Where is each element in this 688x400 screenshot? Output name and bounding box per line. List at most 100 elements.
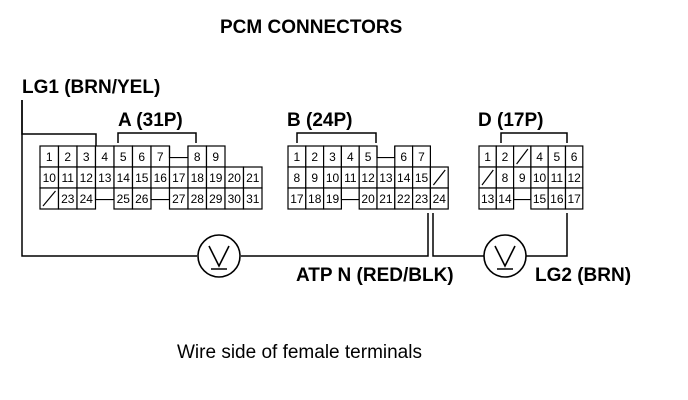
unused-terminal-slash	[481, 169, 494, 186]
terminal-number: 15	[533, 192, 547, 206]
terminal-number: 5	[365, 150, 372, 164]
terminal-number: 5	[120, 150, 127, 164]
terminal-number: 23	[415, 192, 429, 206]
voltmeter-1-dial	[197, 234, 241, 278]
connector-keyway	[513, 188, 532, 201]
atp-n-wire-label: ATP N (RED/BLK)	[296, 265, 454, 286]
meter2-to-lg2-wire	[526, 213, 568, 257]
terminal-number: 17	[290, 192, 304, 206]
terminal-number: 25	[117, 192, 131, 206]
terminal-number: 23	[61, 192, 75, 206]
terminal-number: 4	[536, 150, 543, 164]
terminal-number: 3	[329, 150, 336, 164]
terminal-number: 13	[481, 192, 495, 206]
terminal-number: 7	[157, 150, 164, 164]
terminal-number: 18	[308, 192, 322, 206]
terminal-number: 10	[533, 171, 547, 185]
connector-keyway	[376, 146, 396, 159]
meter1-to-b23-wire	[241, 213, 429, 257]
connector-b-label: B (24P)	[287, 110, 353, 131]
connector-b-lock-tab	[296, 132, 377, 143]
terminal-number: 6	[400, 150, 407, 164]
terminal-number: 27	[172, 192, 186, 206]
connector-keyway	[168, 146, 189, 159]
terminal-number: 9	[311, 171, 318, 185]
connector-keyway	[150, 188, 171, 201]
terminal-number: 29	[209, 192, 223, 206]
terminal-number: 15	[415, 171, 429, 185]
voltmeter-2-dial	[483, 234, 527, 278]
terminal-number: 19	[209, 171, 223, 185]
terminal-number: 14	[117, 171, 131, 185]
terminal-number: 14	[397, 171, 411, 185]
terminal-number: 11	[551, 171, 564, 185]
terminal-number: 10	[326, 171, 340, 185]
terminal-number: 13	[379, 171, 393, 185]
connector-d-label: D (17P)	[478, 110, 544, 131]
terminal-number: 6	[571, 150, 578, 164]
lg1-wire-label: LG1 (BRN/YEL)	[22, 77, 161, 98]
terminal-number: 24	[433, 192, 447, 206]
terminal-number: 16	[154, 171, 168, 185]
terminal-number: 15	[135, 171, 149, 185]
connector-d-lock-tab	[500, 132, 568, 143]
diagram-title: PCM CONNECTORS	[220, 17, 403, 38]
lg1-lead-wire	[21, 100, 197, 257]
unused-terminal-slash	[42, 190, 56, 207]
terminal-number: 1	[484, 150, 491, 164]
terminal-number: 14	[498, 192, 512, 206]
voltmeter-1	[197, 234, 241, 278]
b23-to-meter2-wire	[432, 213, 484, 257]
terminal-number: 11	[344, 171, 357, 185]
voltmeter-2	[483, 234, 527, 278]
terminal-number: 9	[212, 150, 219, 164]
terminal-number: 8	[294, 171, 301, 185]
connector-a-label: A (31P)	[118, 110, 183, 131]
terminal-number: 21	[246, 171, 260, 185]
diagram-caption: Wire side of female terminals	[177, 342, 422, 363]
terminal-number: 31	[246, 192, 260, 206]
connector-a-lock-tab	[117, 132, 197, 143]
terminal-number: 5	[554, 150, 561, 164]
terminal-cell	[564, 187, 584, 210]
terminal-number: 12	[80, 171, 94, 185]
terminal-number: 11	[62, 171, 75, 185]
terminal-cell	[242, 187, 263, 210]
terminal-number: 9	[519, 171, 526, 185]
terminal-number: 16	[550, 192, 564, 206]
terminal-number: 2	[502, 150, 509, 164]
terminal-number: 17	[567, 192, 581, 206]
unused-terminal-slash	[432, 169, 446, 186]
terminal-number: 20	[361, 192, 375, 206]
terminal-number: 13	[98, 171, 112, 185]
terminal-number: 18	[191, 171, 205, 185]
terminal-number: 2	[311, 150, 318, 164]
terminal-number: 4	[101, 150, 108, 164]
terminal-cell	[429, 187, 449, 210]
terminal-number: 26	[135, 192, 149, 206]
terminal-number: 8	[502, 171, 509, 185]
terminal-number: 4	[347, 150, 354, 164]
terminal-number: 22	[397, 192, 411, 206]
terminal-number: 6	[138, 150, 145, 164]
terminal-number: 19	[326, 192, 340, 206]
terminal-number: 1	[294, 150, 301, 164]
terminal-number: 21	[379, 192, 393, 206]
terminal-number: 2	[64, 150, 71, 164]
lg2-wire-label: LG2 (BRN)	[535, 265, 632, 286]
terminal-number: 7	[418, 150, 425, 164]
terminal-number: 24	[80, 192, 94, 206]
unused-terminal-slash	[516, 148, 529, 165]
terminal-number: 8	[194, 150, 201, 164]
terminal-number: 3	[83, 150, 90, 164]
terminal-number: 12	[361, 171, 375, 185]
terminal-number: 12	[567, 171, 581, 185]
lg1-terminal-wire	[21, 100, 97, 146]
wiring-group	[21, 100, 568, 257]
terminal-number: 30	[228, 192, 242, 206]
voltmeter-1-needle-icon	[208, 245, 230, 270]
terminal-number: 1	[46, 150, 53, 164]
connector-keyway	[340, 188, 360, 201]
